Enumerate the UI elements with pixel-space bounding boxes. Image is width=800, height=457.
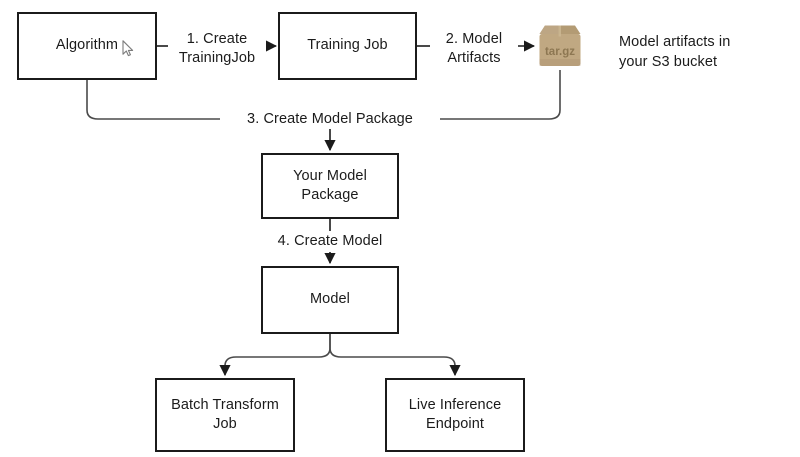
node-model[interactable]: Model [261,266,399,334]
edge-label-step-3: 3. Create Model Package [222,110,438,129]
connector-algorithm-to-bus [86,80,220,120]
s3-bucket-note: Model artifacts in your S3 bucket [619,34,731,70]
node-live-inference-endpoint[interactable]: Live Inference Endpoint [385,378,525,452]
edge-label-step-2: 2. Model Artifacts [430,30,518,68]
node-batch-transform-job[interactable]: Batch Transform Job [155,378,295,452]
node-training-job[interactable]: Training Job [278,12,417,80]
mouse-cursor-icon [122,40,135,57]
connector-model-to-batch-transform [219,334,331,377]
connector-model-to-live-inference [329,334,461,377]
edge-label-step-4: 4. Create Model [272,232,388,251]
svg-text:tar.gz: tar.gz [545,46,575,58]
connector-package-to-bus [440,70,561,120]
node-your-model-package[interactable]: Your Model Package [261,153,399,219]
node-algorithm[interactable]: Algorithm [17,12,157,80]
edge-label-step-1: 1. Create TrainingJob [168,30,266,68]
tar-gz-package-icon: tar.gz [537,22,583,68]
